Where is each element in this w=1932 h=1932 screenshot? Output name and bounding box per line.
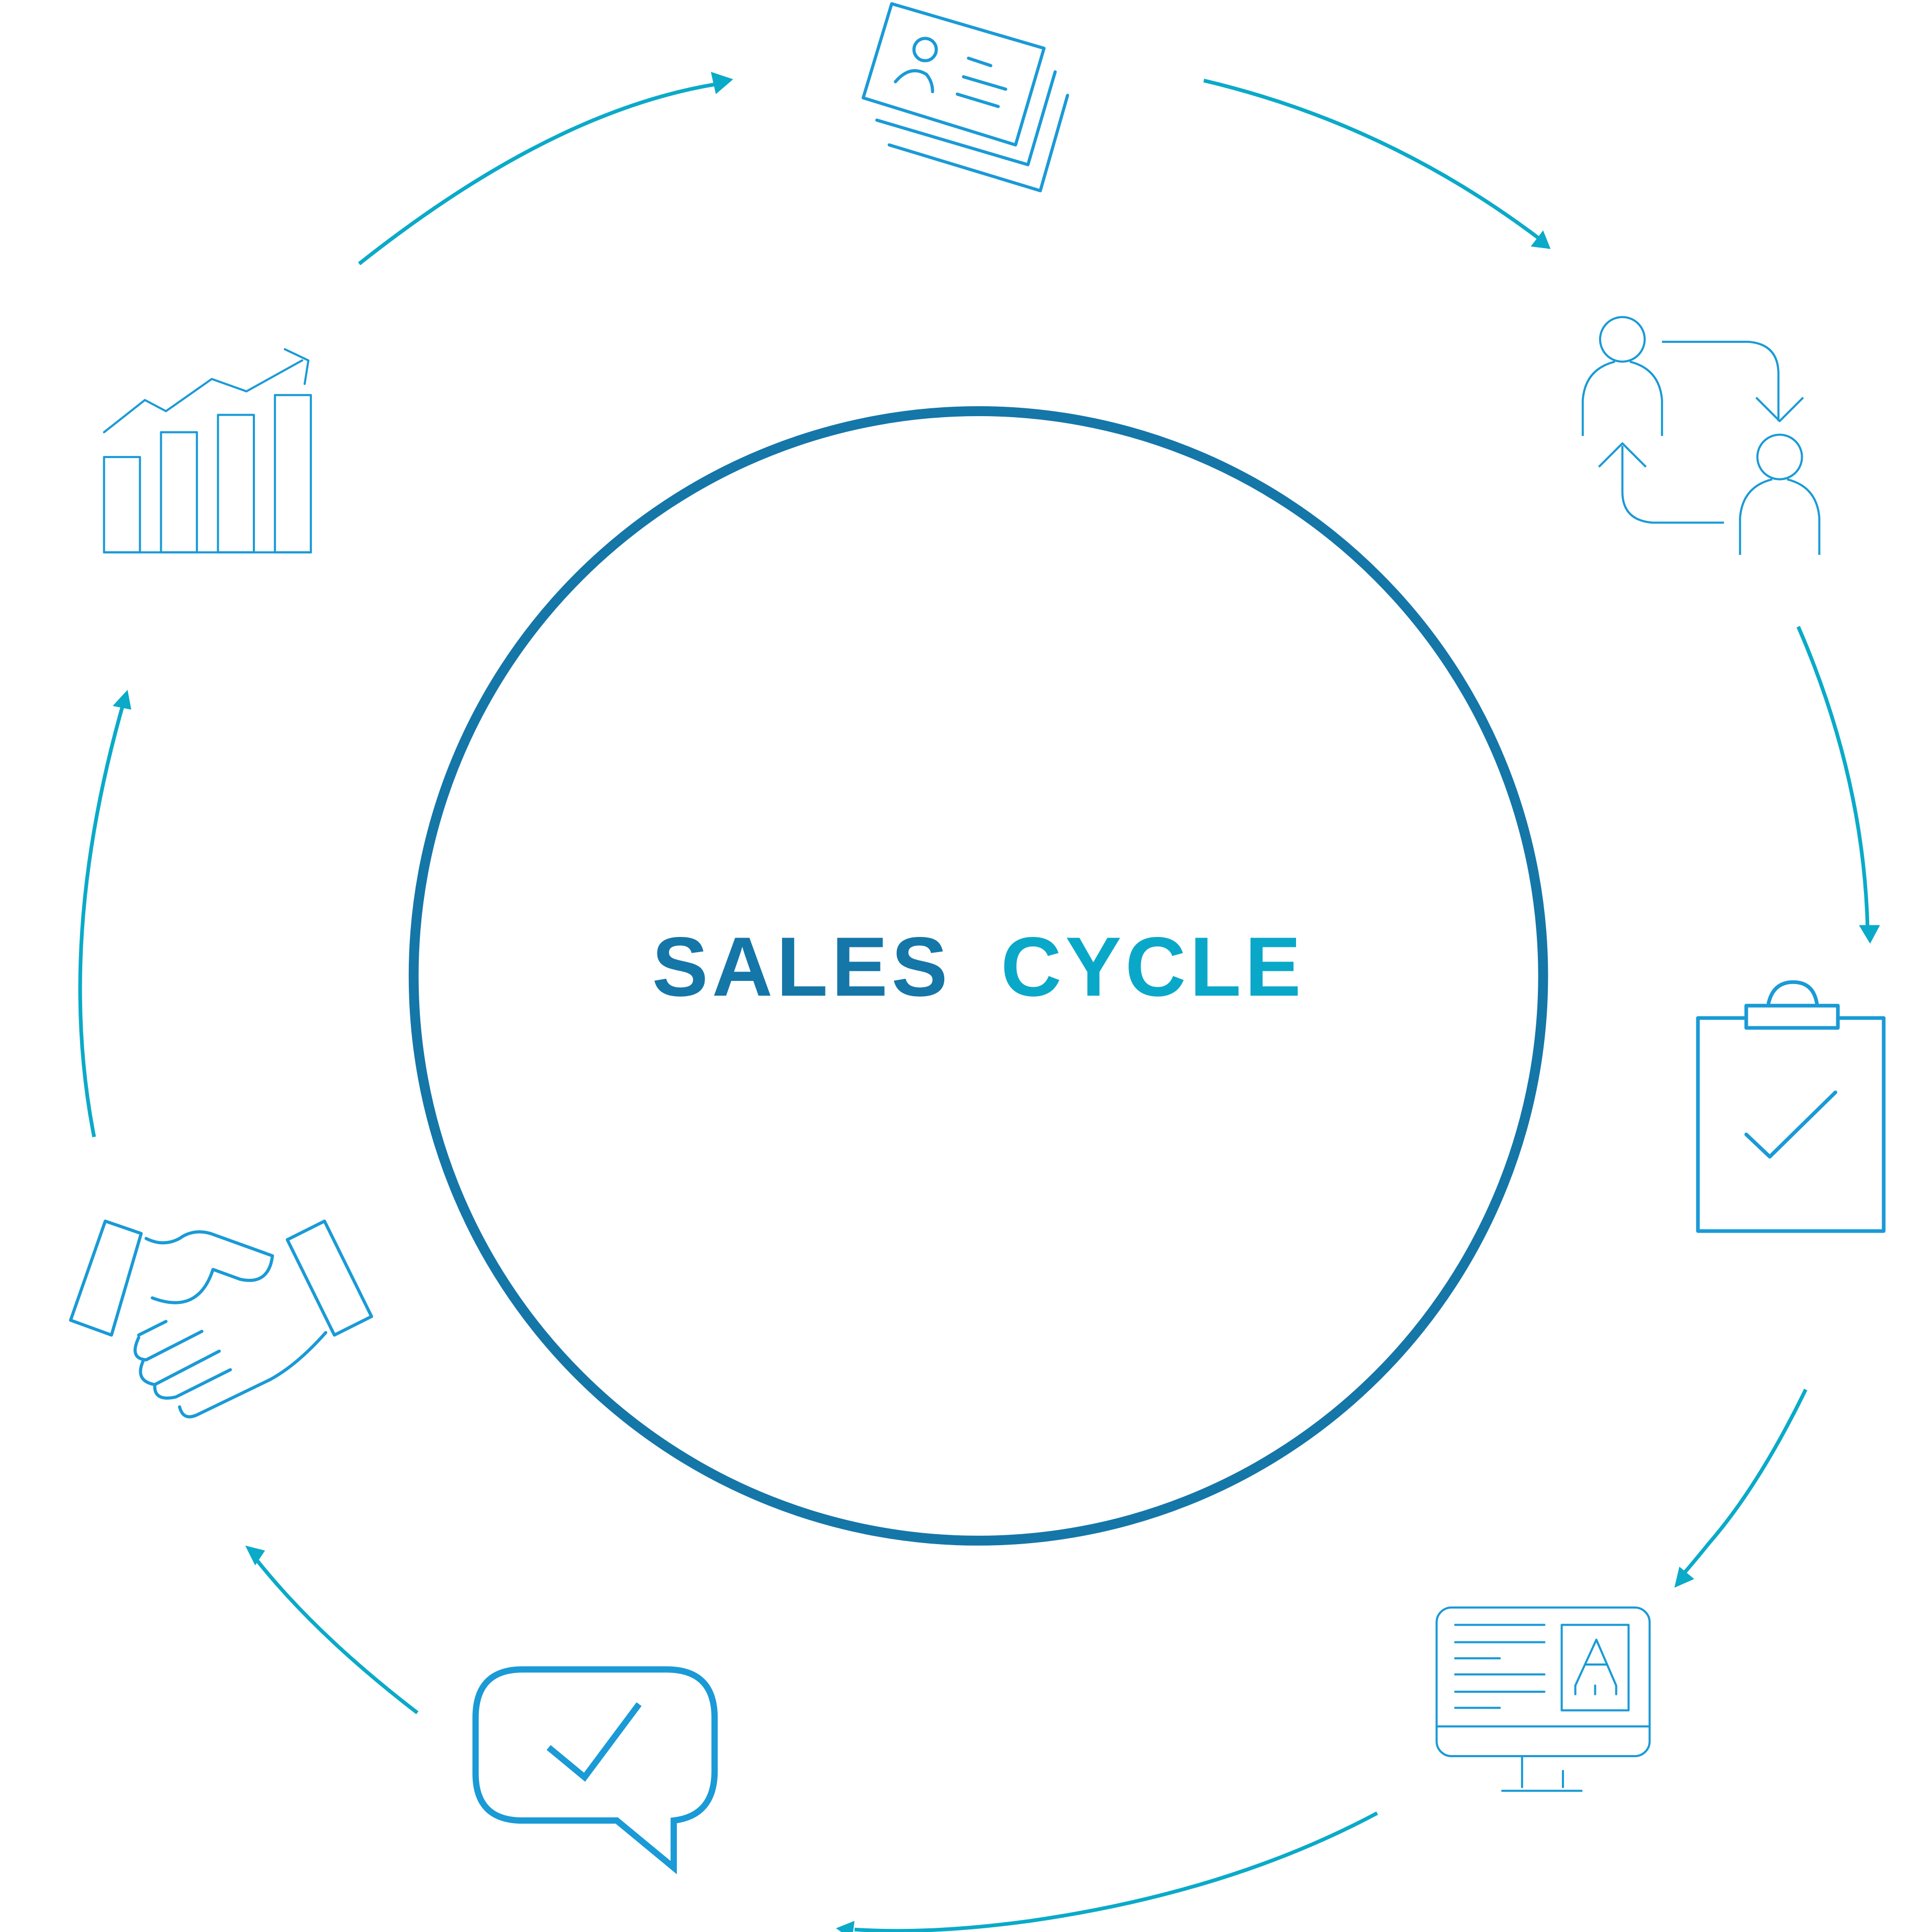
arrow-bubble-to-handshake (253, 1557, 419, 1715)
arrowhead-2 (1531, 230, 1551, 249)
center-ring (408, 406, 1548, 1546)
arrow-chart-to-cards (358, 82, 717, 265)
arrow-people-to-clipboard (1796, 626, 1870, 929)
clipboard-check-icon (1698, 982, 1884, 1231)
arrowhead-1 (711, 72, 733, 94)
arrowhead-4 (1674, 1567, 1694, 1588)
arrowhead-7 (113, 689, 131, 710)
arrow-cards-to-people (1203, 79, 1539, 240)
arrow-handshake-to-chart (78, 705, 125, 1137)
title-word-cycle: CYCLE (1001, 920, 1305, 1014)
people-exchange-icon (1583, 317, 1819, 555)
title-word-sales: SALES (652, 920, 952, 1014)
arrowhead-6 (245, 1545, 265, 1566)
speech-bubble-check-icon (476, 1669, 715, 1868)
arrow-clipboard-to-monitor (1683, 1389, 1807, 1574)
business-cards-icon (863, 4, 1067, 191)
growth-chart-icon (104, 349, 311, 552)
arrowhead-5 (836, 1920, 855, 1932)
cycle-arrows (78, 79, 1870, 1932)
arrow-monitor-to-bubble (854, 1811, 1378, 1932)
monitor-design-icon (1437, 1607, 1650, 1791)
arrow-heads (113, 72, 1880, 1932)
arrowhead-3 (1859, 925, 1880, 944)
handshake-icon (71, 1221, 372, 1417)
diagram-title: SALES CYCLE (652, 920, 1305, 1014)
